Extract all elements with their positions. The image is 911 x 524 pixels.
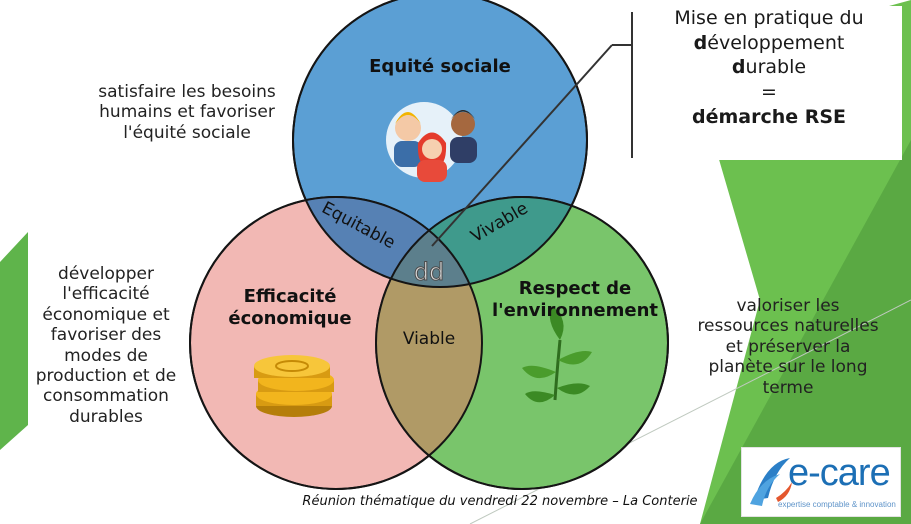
footer-caption: Réunion thématique du vendredi 22 novemb… <box>302 494 698 509</box>
rse-line4: = <box>761 81 777 104</box>
rse-line2: développement <box>636 31 902 56</box>
description-social: satisfaire les besoins humains et favori… <box>72 82 302 143</box>
description-economic-line: développer <box>58 264 154 284</box>
description-economic-line: l'efficacité <box>62 284 150 305</box>
people-icon <box>386 102 477 182</box>
rse-line2-initial: d <box>693 31 708 54</box>
rse-line1: Mise en pratique du <box>674 7 864 29</box>
rse-bracket <box>612 12 633 158</box>
label-environment-line2: l'environnement <box>491 299 659 321</box>
label-economic-line2: économique <box>228 307 352 329</box>
description-environment-line: ressources naturelles <box>697 316 879 337</box>
rse-line3-rest: urable <box>745 56 807 79</box>
description-economic-line: favoriser des <box>50 325 162 346</box>
rse-line3: durable <box>636 55 902 80</box>
description-economic-line: économique et <box>42 304 170 325</box>
description-social-line: l'équité sociale <box>123 122 251 143</box>
intersection-label-center: dd <box>414 258 444 286</box>
description-environment-line: valoriser les <box>736 296 840 316</box>
logo-swoosh-icon <box>750 458 792 506</box>
rse-line5: démarche RSE <box>691 105 847 128</box>
label-environment-line1: Respect de <box>518 278 632 299</box>
description-economic: développer l'efficacité économique et fa… <box>8 264 204 427</box>
label-economic-efficiency: Efficacité économique <box>210 286 370 329</box>
label-economic-line1: Efficacité <box>243 286 337 307</box>
description-economic-line: consommation <box>43 386 169 407</box>
description-social-line: humains et favoriser <box>99 102 275 123</box>
description-economic-line: production et de <box>35 365 177 386</box>
description-economic-line: modes de <box>64 345 148 366</box>
description-social-line: satisfaire les besoins <box>98 82 276 102</box>
ecare-logo: e-care expertise comptable & innovation <box>741 447 901 517</box>
logo-name: e-care <box>788 452 891 494</box>
intersection-center <box>376 197 482 287</box>
description-environment-line: terme <box>762 377 814 398</box>
rse-line3-initial: d <box>731 56 746 79</box>
rse-definition-box: Mise en pratique du développement durabl… <box>636 6 902 160</box>
background-green-band-right-light <box>700 140 911 524</box>
description-economic-line: durables <box>69 406 143 427</box>
description-environment-line: planète sur le long <box>708 357 868 378</box>
description-environment-line: et préserver la <box>725 336 851 357</box>
coins-icon <box>254 355 334 417</box>
rse-line2-rest: éveloppement <box>707 31 845 54</box>
label-environment-respect: Respect de l'environnement <box>480 278 670 321</box>
background-green-band-left <box>0 232 28 450</box>
intersection-label-viable: Viable <box>402 329 456 349</box>
label-social-equity: Equité sociale <box>369 56 511 77</box>
plant-icon <box>522 306 592 403</box>
logo-tagline: expertise comptable & innovation <box>778 500 896 509</box>
rse-connector-line <box>431 44 613 247</box>
description-environment: valoriser les ressources naturelles et p… <box>674 296 902 398</box>
